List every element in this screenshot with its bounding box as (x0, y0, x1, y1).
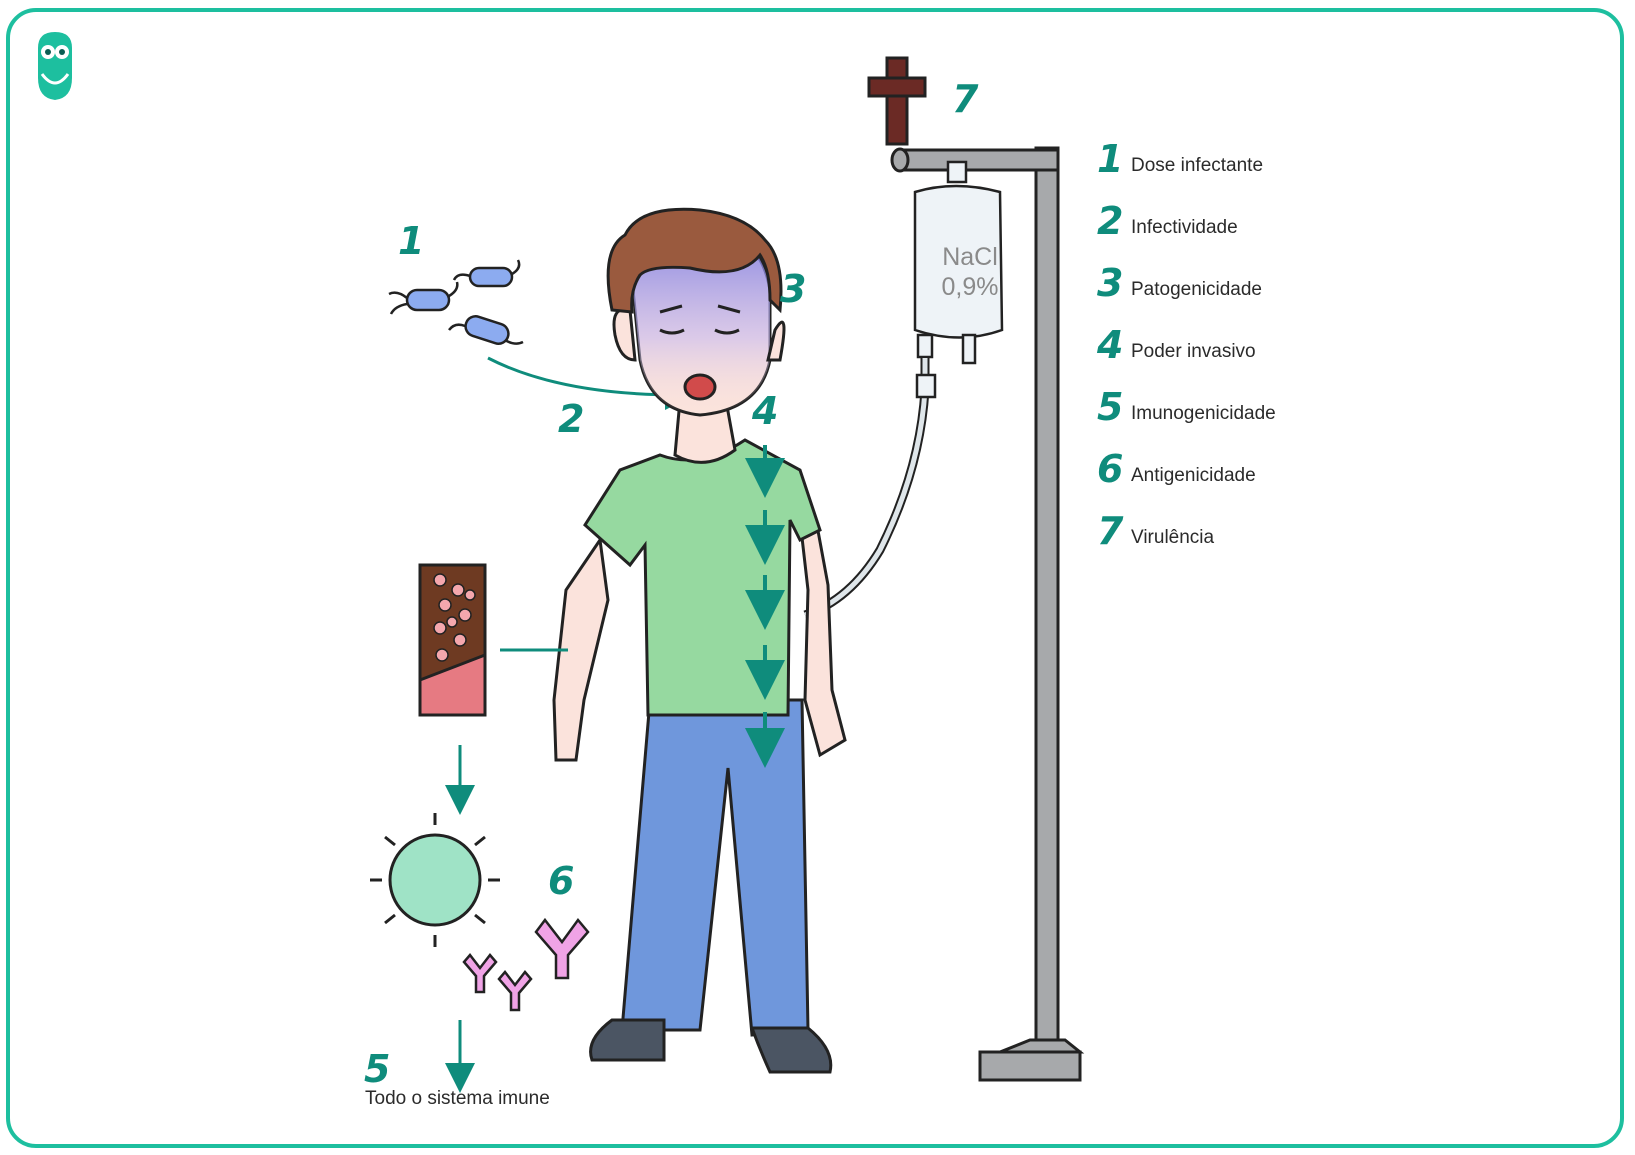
marker-antibodies: 6 (548, 862, 574, 900)
legend-label: Poder invasivo (1131, 341, 1256, 363)
person-head (608, 209, 784, 415)
marker-death: 7 (952, 80, 978, 118)
marker-immune: 5 (364, 1050, 390, 1088)
legend-item: 1 Dose infectante (1097, 140, 1417, 202)
immune-cell-icon (370, 813, 500, 947)
legend-number: 3 (1097, 264, 1123, 302)
blood-vessel-icon (420, 565, 568, 715)
legend-number: 7 (1097, 512, 1123, 550)
antibody-icon (464, 920, 588, 1010)
marker-face: 3 (780, 270, 806, 308)
legend-number: 6 (1097, 450, 1123, 488)
immune-caption: Todo o sistema imune (365, 1088, 550, 1110)
legend-label: Dose infectante (1131, 155, 1263, 177)
legend-item: 5 Imunogenicidade (1097, 388, 1417, 450)
legend-number: 5 (1097, 388, 1123, 426)
legend-label: Patogenicidade (1131, 279, 1262, 301)
legend-label: Virulência (1131, 527, 1214, 549)
iv-bag-label: NaCl 0,9% (925, 242, 1015, 302)
legend-item: 6 Antigenicidade (1097, 450, 1417, 512)
legend: 1 Dose infectante 2 Infectividade 3 Pato… (1097, 140, 1417, 574)
legend-item: 2 Infectividade (1097, 202, 1417, 264)
iv-bag-line2: 0,9% (925, 272, 1015, 302)
iv-bag-line1: NaCl (925, 242, 1015, 272)
person-jeans (622, 700, 808, 1035)
legend-label: Infectividade (1131, 217, 1238, 239)
marker-invasion: 4 (752, 392, 778, 430)
iv-bag-icon (805, 162, 1002, 615)
person-shirt (585, 440, 820, 715)
person-shoes (591, 1020, 831, 1072)
marker-bacteria: 1 (398, 222, 424, 260)
legend-item: 7 Virulência (1097, 512, 1417, 574)
owl-logo-icon (38, 32, 72, 100)
legend-label: Antigenicidade (1131, 465, 1256, 487)
legend-number: 2 (1097, 202, 1123, 240)
legend-number: 4 (1097, 326, 1123, 364)
bacteria-icon (389, 260, 523, 346)
marker-entry: 2 (558, 400, 584, 438)
legend-label: Imunogenicidade (1131, 403, 1276, 425)
cross-icon (869, 58, 925, 144)
legend-number: 1 (1097, 140, 1123, 178)
legend-item: 4 Poder invasivo (1097, 326, 1417, 388)
legend-item: 3 Patogenicidade (1097, 264, 1417, 326)
